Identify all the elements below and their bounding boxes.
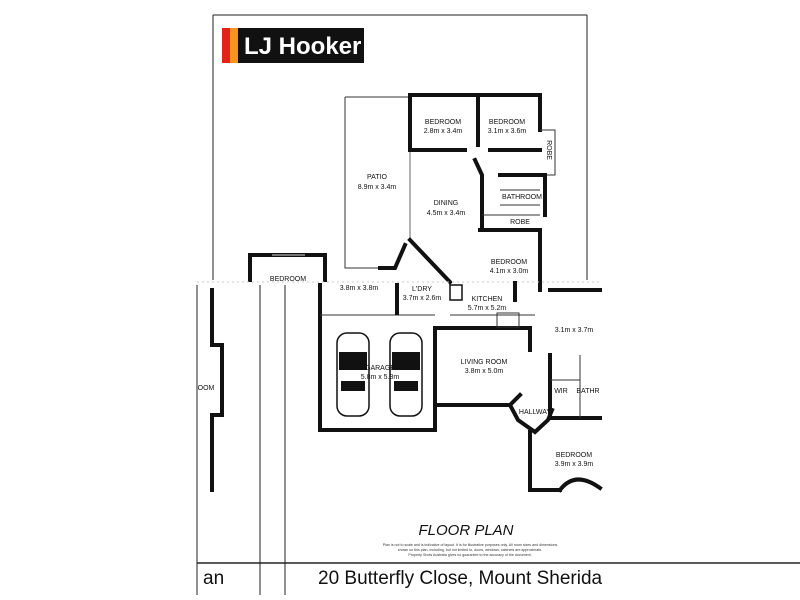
room-name: BEDROOM — [491, 259, 527, 266]
room-size: 2.8m x 3.4m — [424, 128, 463, 135]
room-name: ROBE — [545, 140, 552, 160]
room-name: WIR — [554, 388, 568, 395]
svg-text:LJ Hooker: LJ Hooker — [244, 33, 361, 60]
room-size: 3.1m x 3.6m — [488, 128, 527, 135]
room-name: LIVING ROOM — [461, 359, 508, 366]
disclaimer-line: Property Shots Australia gives no guaran… — [408, 553, 531, 557]
room-size: 3.7m x 2.6m — [403, 295, 442, 302]
room-name: GARAGE — [365, 365, 395, 372]
room-size: 3.1m x 3.7m — [555, 327, 594, 334]
room-name: BATHR — [576, 388, 599, 395]
disclaimer-line: shown on this plan, including, but not l… — [398, 548, 542, 552]
car-icon — [389, 332, 423, 417]
page-frame — [196, 14, 800, 595]
room-name: BEDROOM — [425, 119, 461, 126]
floor-plan-title: FLOOR PLAN — [418, 522, 513, 539]
room-size: 3.8m x 3.8m — [340, 285, 379, 292]
address-fragment: an — [203, 568, 224, 589]
room-size: 8.9m x 3.4m — [358, 184, 397, 191]
room-name: PATIO — [367, 174, 388, 181]
room-size: 3.9m x 3.9m — [555, 461, 594, 468]
lj-hooker-logo: LJ Hooker — [222, 28, 364, 63]
room-name: L'DRY — [412, 286, 432, 293]
room-size: 3.8m x 5.0m — [465, 368, 504, 375]
room-name: BATHROOM — [502, 194, 542, 201]
car-icon — [336, 332, 370, 417]
room-name: ROBE — [510, 219, 530, 226]
room-size: 4.1m x 3.0m — [490, 268, 529, 275]
room-size: 4.5m x 3.4m — [427, 210, 466, 217]
room-name: KITCHEN — [472, 296, 503, 303]
disclaimer-line: Plan is not to scale and is indicative o… — [383, 543, 558, 547]
room-name: OOM — [198, 385, 215, 392]
room-name: BEDROOM — [556, 452, 592, 459]
room-size: 5.7m x 5.2m — [468, 305, 507, 312]
room-labels: BEDROOM 2.8m x 3.4m BEDROOM 3.1m x 3.6m … — [198, 119, 600, 468]
walls-lower — [210, 281, 603, 493]
room-name: DINING — [434, 200, 459, 207]
property-address: 20 Butterfly Close, Mount Sherida — [318, 568, 603, 589]
room-name: HALLWAY — [519, 409, 551, 416]
room-size: 5.8m x 5.8m — [361, 374, 400, 381]
walls — [248, 93, 556, 292]
room-name: BEDROOM — [270, 276, 306, 283]
room-name: BEDROOM — [489, 119, 525, 126]
